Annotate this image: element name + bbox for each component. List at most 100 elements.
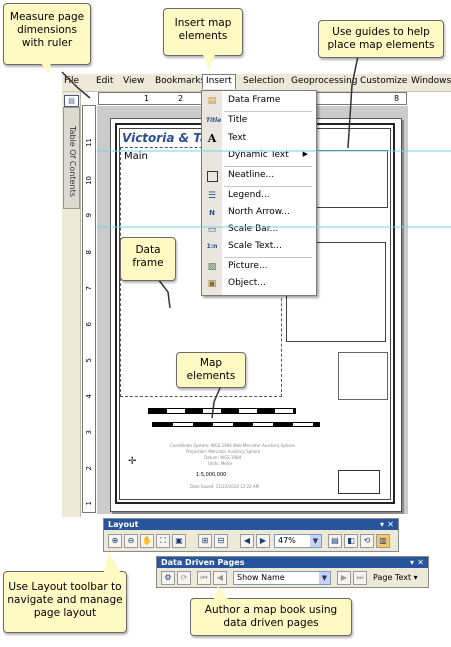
text-icon: A — [207, 132, 217, 145]
menu-geoprocessing[interactable]: Geoprocessing — [291, 76, 358, 86]
datum-text: Datum: WGS 1984 — [204, 455, 242, 460]
vruler-tick-label: 11 — [85, 138, 93, 147]
toc-label: Table Of Contents — [68, 126, 77, 197]
layout-toolbar-title[interactable]: Layout — [104, 519, 398, 530]
go-back-extent-icon[interactable]: ◀ — [240, 534, 254, 548]
scale-bar[interactable] — [148, 408, 296, 414]
fixed-zoom-in-icon[interactable]: ⊞ — [198, 534, 212, 548]
scale-text[interactable]: 1:5,000,000 — [196, 472, 227, 478]
menu-separator — [224, 166, 312, 167]
go-forward-extent-icon[interactable]: ▶ — [256, 534, 270, 548]
data-frame-label: Main — [124, 151, 148, 162]
menu-item-legend[interactable]: ☰Legend... — [207, 190, 270, 201]
data-frame-icon: ▤ — [207, 96, 217, 106]
neatline-icon — [207, 171, 218, 182]
projection-text: Projection: Mercator Auxiliary Sphere — [186, 449, 261, 454]
hruler-tick-label: 2 — [178, 94, 184, 103]
date-text: Date Saved: 11/23/2010 12:22 AM — [190, 484, 260, 489]
menu-edit[interactable]: Edit — [96, 76, 114, 86]
data-driven-pages-icon[interactable]: ▥ — [376, 534, 390, 548]
toolbar-options-icon[interactable]: ▾ — [379, 520, 384, 529]
menu-bookmarks[interactable]: Bookmarks — [155, 76, 206, 86]
legend-icon: ☰ — [207, 191, 217, 201]
previous-page-icon[interactable]: ◀ — [213, 571, 227, 585]
focus-data-frame-icon[interactable]: ◧ — [344, 534, 358, 548]
ddp-setup-icon[interactable]: ⚙ — [161, 571, 175, 585]
scale-bar-secondary[interactable] — [152, 422, 320, 427]
scale-bar-icon: ▭ — [207, 225, 217, 235]
toolbar-options-icon[interactable]: ▾ — [409, 558, 414, 567]
last-page-icon[interactable]: ⏭ — [353, 571, 367, 585]
menu-selection[interactable]: Selection — [243, 76, 285, 86]
menu-item-data-frame[interactable]: ▤Data Frame — [207, 95, 281, 106]
menu-windows[interactable]: Windows — [411, 76, 451, 86]
chevron-down-icon[interactable]: ▼ — [310, 535, 321, 547]
menu-gutter — [202, 91, 222, 295]
callout-layout-toolbar: Use Layout toolbar to navigate and manag… — [3, 571, 127, 633]
menu-item-dynamic-text[interactable]: Dynamic Text▶ — [228, 150, 308, 160]
callout-guides: Use guides to help place map elements — [318, 20, 444, 58]
coord-text: Coordinate System: WGS 1984 Web Mercator… — [170, 443, 295, 448]
hruler-tick-label: 1 — [144, 94, 150, 103]
vertical-ruler[interactable]: 11 10 9 8 7 6 5 4 3 2 1 — [82, 105, 96, 513]
object-icon: ▣ — [207, 279, 217, 289]
callout-ruler: Measure page dimensions with ruler — [3, 3, 91, 65]
toolbar-close-icon[interactable]: ✕ — [387, 520, 394, 529]
callout-data-frame: Data frame — [120, 237, 176, 281]
callout-ddp: Author a map book using data driven page… — [190, 598, 352, 636]
fixed-zoom-out-icon[interactable]: ⊟ — [214, 534, 228, 548]
title-icon: Title — [206, 117, 222, 124]
north-arrow-icon[interactable]: ✛ — [128, 456, 137, 467]
north-arrow-icon: N — [209, 209, 215, 217]
menu-item-neatline[interactable]: Neatline... — [202, 168, 316, 184]
callout-insert: Insert map elements — [163, 8, 243, 56]
vruler-tick-label: 3 — [85, 430, 93, 435]
zoom-in-icon[interactable]: ⊕ — [108, 534, 122, 548]
callout-layout-toolbar-tail — [104, 552, 120, 572]
toolbar-close-icon[interactable]: ✕ — [417, 558, 424, 567]
menu-view[interactable]: View — [123, 76, 145, 86]
pan-icon[interactable]: ✋ — [140, 534, 154, 548]
data-frame-inset-1[interactable] — [310, 150, 388, 208]
menu-item-scale-bar[interactable]: ▭Scale Bar... — [207, 224, 279, 235]
vruler-tick-label: 2 — [85, 466, 93, 471]
menu-file[interactable]: File — [64, 76, 80, 86]
hruler-tick-label: 8 — [394, 94, 400, 103]
zoom-100-icon[interactable]: ▣ — [172, 534, 186, 548]
next-page-icon[interactable]: ▶ — [337, 571, 351, 585]
ddp-toolbar: Data Driven Pages ▾ ✕ ⚙ ⟳ ⏮ ◀ Show Name … — [156, 556, 429, 588]
zoom-whole-page-icon[interactable]: ⛶ — [156, 534, 170, 548]
menu-customize[interactable]: Customize — [360, 76, 408, 86]
toggle-draft-mode-icon[interactable]: ▤ — [328, 534, 342, 548]
chevron-down-icon[interactable]: ▼ — [319, 572, 330, 584]
scale-text-icon: 1:n — [206, 243, 218, 250]
vruler-tick-label: 8 — [85, 250, 93, 255]
vruler-tick-label: 10 — [85, 176, 93, 185]
menu-item-picture[interactable]: ▨Picture... — [207, 261, 268, 272]
callout-ddp-tail — [214, 586, 228, 599]
toc-icon[interactable]: ▤ — [64, 95, 79, 107]
toc-tab[interactable]: Table Of Contents — [63, 107, 80, 209]
menu-insert[interactable]: Insert — [202, 74, 236, 89]
zoom-value: 47% — [278, 536, 296, 545]
page-text-menu[interactable]: Page Text ▾ — [373, 573, 418, 582]
picture-icon: ▨ — [207, 262, 217, 272]
first-page-icon[interactable]: ⏮ — [197, 571, 211, 585]
zoom-combo[interactable]: 47% ▼ — [274, 534, 322, 548]
legend[interactable] — [338, 352, 388, 400]
menu-item-object[interactable]: ▣Object... — [207, 278, 266, 289]
ddp-page-combo[interactable]: Show Name ▼ — [233, 571, 331, 585]
callout-insert-tail — [203, 55, 215, 71]
callout-map-elements: Map elements — [176, 352, 246, 388]
menu-separator — [224, 186, 312, 187]
change-layout-icon[interactable]: ⟲ — [360, 534, 374, 548]
ddp-toolbar-title[interactable]: Data Driven Pages — [157, 557, 428, 568]
zoom-out-icon[interactable]: ⊖ — [124, 534, 138, 548]
ddp-refresh-icon[interactable]: ⟳ — [177, 571, 191, 585]
picture-frame[interactable] — [338, 470, 380, 494]
